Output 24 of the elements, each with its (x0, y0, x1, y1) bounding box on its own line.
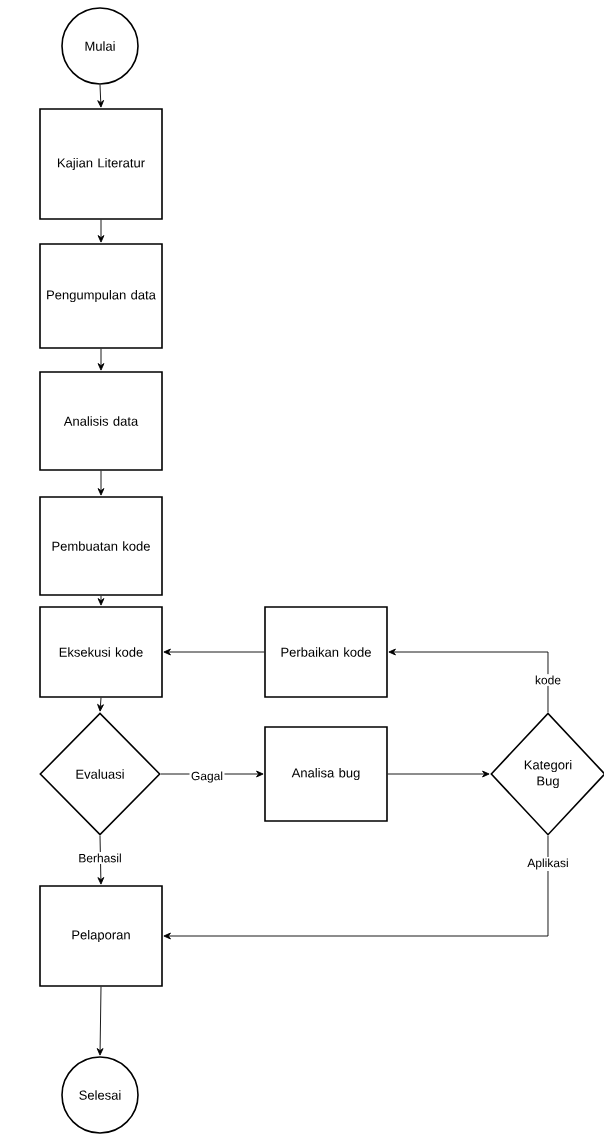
process-box: Pembuatan kode (39, 496, 163, 596)
process-box: Kajian Literatur (39, 108, 163, 220)
process-box: Analisa bug (264, 726, 388, 822)
arrow (97, 348, 105, 371)
arrow (96, 986, 104, 1056)
process-box: Analisis data (39, 371, 163, 471)
arrow (97, 697, 104, 712)
process-box: Perbaikan kode (264, 606, 388, 698)
arrow (97, 470, 105, 496)
arrow (97, 219, 105, 243)
process-box: Pengumpulan data (39, 243, 163, 349)
arrow (97, 835, 105, 885)
edge-label: kode (533, 674, 563, 686)
arrow (97, 84, 105, 108)
edge-label: Berhasil (76, 852, 124, 864)
process-box: Eksekusi kode (39, 606, 163, 698)
edge-label: Aplikasi (525, 856, 571, 872)
arrow (163, 835, 549, 940)
process-box: Pelaporan (39, 885, 163, 987)
arrow (97, 595, 105, 606)
arrow (387, 770, 490, 778)
edge-label: Gagal (189, 769, 225, 785)
arrow (388, 648, 549, 713)
arrow (163, 648, 265, 656)
